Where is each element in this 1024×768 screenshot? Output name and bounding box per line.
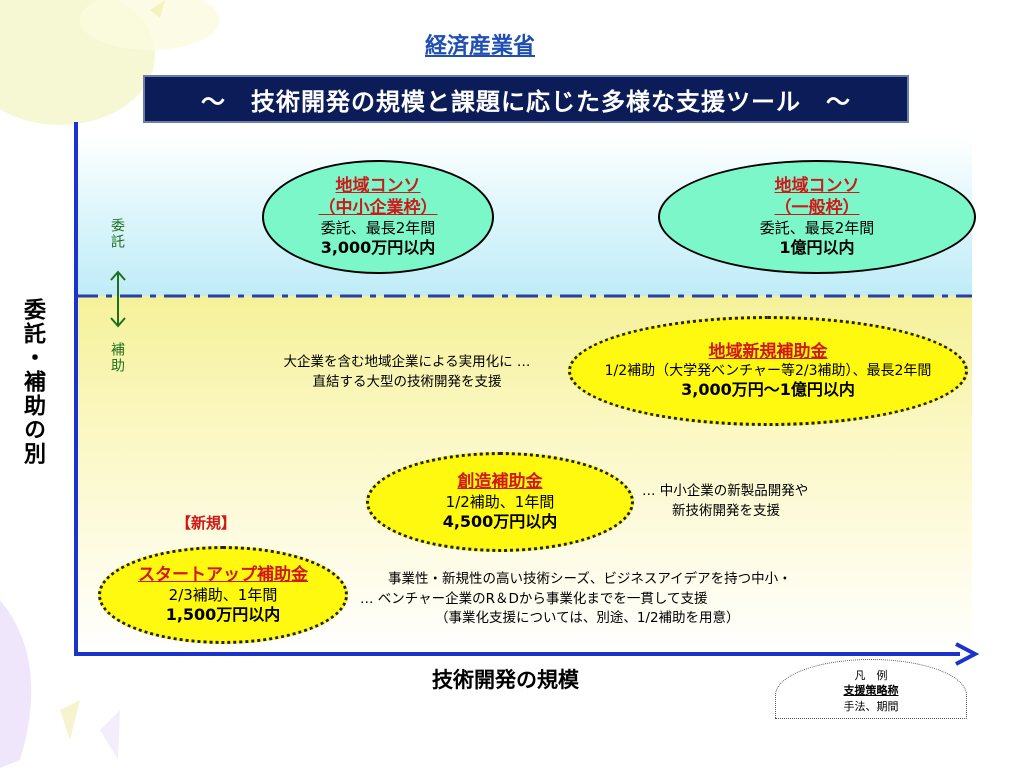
note-creation: … 中小企業の新製品開発や 新技術開発を支援 [642, 482, 892, 521]
tool-subname: （一般枠） [774, 197, 860, 218]
y-axis-label: 委託・補助の別 [20, 298, 45, 466]
tool-amount: 3,000万円～1億円以内 [681, 380, 855, 400]
tool-name: 地域コンソ [774, 176, 860, 197]
tool-amount: 1億円以内 [779, 237, 855, 257]
tool-method: 委託、最長2年間 [759, 218, 875, 237]
tool-method: 1/2補助（大学発ベンチャー等2/3補助）、最長2年間 [604, 362, 932, 379]
tool-amount: 1,500万円以内 [165, 605, 281, 624]
updown-arrow-icon [110, 270, 126, 328]
note-line: 大企業を含む地域企業による実用化に … [283, 354, 531, 370]
decorative-swirl-shape-bottom [0, 600, 120, 768]
tool-amount: 4,500万円以内 [442, 512, 558, 531]
legend-title: 凡 例 [854, 669, 888, 682]
y-bottom-label-subsidy: 補助 [109, 342, 125, 374]
tool-amount: 3,000万円以内 [320, 237, 436, 257]
tool-name: 地域コンソ [335, 176, 421, 197]
x-axis-arrowhead [955, 642, 980, 666]
y-top-label-commission: 委託 [109, 218, 125, 250]
tool-startup-subsidy: スタートアップ補助金 2/3補助、1年間 1,500万円以内 [98, 546, 348, 644]
tool-regional-consortium-sme: 地域コンソ （中小企業枠） 委託、最長2年間 3,000万円以内 [262, 160, 494, 274]
tool-creation-subsidy: 創造補助金 1/2補助、1年間 4,500万円以内 [366, 452, 634, 552]
note-line: 直結する大型の技術開発を支援 [312, 373, 502, 390]
ministry-link[interactable]: 経済産業省 [424, 34, 535, 59]
tool-method: 委託、最長2年間 [320, 218, 436, 237]
tool-regional-new-subsidy: 地域新規補助金 1/2補助（大学発ベンチャー等2/3補助）、最長2年間 3,00… [568, 316, 968, 426]
new-badge: 【新規】 [176, 514, 237, 532]
title-text: ～ 技術開発の規模と課題に応じた多様な支援ツール ～ [201, 87, 851, 116]
note-line: … ベンチャー企業のR＆Dから事業化までを一貫して支援 [360, 590, 708, 607]
tool-name: 創造補助金 [457, 472, 543, 492]
tool-regional-consortium-general: 地域コンソ （一般枠） 委託、最長2年間 1億円以内 [658, 160, 976, 274]
legend: 凡 例 支援策略称 手法、期間 [775, 659, 967, 719]
tool-name: スタートアップ補助金 [138, 565, 308, 585]
tool-name: 地域新規補助金 [708, 341, 828, 362]
legend-name-line: 支援策略称 [843, 684, 899, 698]
decorative-swirl-shape [0, 0, 220, 125]
tool-method: 1/2補助、1年間 [445, 493, 555, 512]
note-line: … 中小企業の新製品開発や [642, 483, 809, 499]
x-axis-label: 技術開発の規模 [432, 668, 579, 692]
note-line: 事業性・新規性の高い技術シーズ、ビジネスアイデアを持つ中小・ [388, 571, 792, 587]
note-line: 新技術開発を支援 [672, 502, 780, 519]
tool-method: 2/3補助、1年間 [168, 586, 278, 605]
legend-method-line: 手法、期間 [843, 699, 899, 713]
title-banner: ～ 技術開発の規模と課題に応じた多様な支援ツール ～ [143, 75, 909, 123]
note-startup: 事業性・新規性の高い技術シーズ、ビジネスアイデアを持つ中小・ … ベンチャー企業… [360, 570, 920, 629]
note-regional: 大企業を含む地域企業による実用化に … 直結する大型の技術開発を支援 [248, 353, 566, 392]
tool-subname: （中小企業枠） [318, 197, 438, 218]
note-line: （事業化支援については、別途、1/2補助を用意） [435, 610, 740, 627]
